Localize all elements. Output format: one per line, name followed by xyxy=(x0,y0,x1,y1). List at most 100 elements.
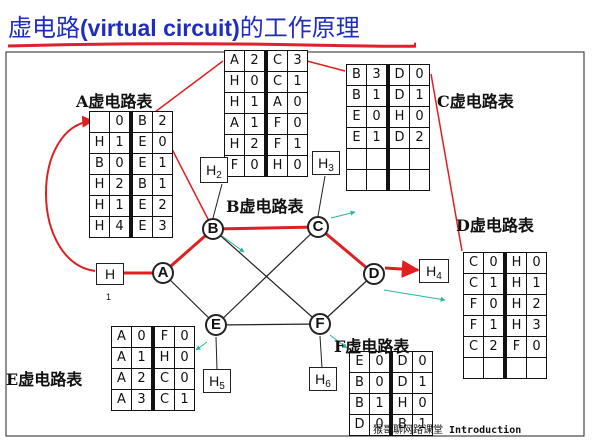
table-cell: A xyxy=(111,389,132,411)
vc-table-b-label: B虚电路表 xyxy=(226,197,304,216)
table-cell: 3 xyxy=(131,389,154,411)
table-cell: F xyxy=(264,113,288,135)
leader-table-b-left xyxy=(154,60,224,113)
title-zh-suffix: 的工作原理 xyxy=(239,14,360,42)
table-cell: A xyxy=(111,347,132,369)
table-cell: 0 xyxy=(109,153,132,175)
host-subscript: 4 xyxy=(436,271,442,282)
table-cell: F xyxy=(264,134,288,156)
router-node-c: C xyxy=(307,216,329,238)
host-subscript: 2 xyxy=(216,170,222,181)
table-cell: E xyxy=(129,195,153,217)
table-cell: 0 xyxy=(174,347,195,369)
host-letter: H xyxy=(209,373,220,389)
table-cell xyxy=(503,357,527,379)
table-cell: 0 xyxy=(412,351,433,373)
title-underline xyxy=(7,42,416,48)
table-cell: 0 xyxy=(109,111,132,133)
table-cell: 1 xyxy=(483,315,506,337)
host-letter: H xyxy=(104,266,116,282)
table-cell: 1 xyxy=(244,113,267,135)
host-letter: H xyxy=(426,263,437,279)
table-cell: B xyxy=(346,85,367,107)
table-cell: 0 xyxy=(483,294,506,316)
table-cell: C xyxy=(264,71,288,93)
table-cell: B xyxy=(129,174,153,196)
table-cell: 1 xyxy=(287,71,308,93)
table-cell: B xyxy=(346,64,367,86)
table-cell: 1 xyxy=(152,153,173,175)
table-cell: 0 xyxy=(174,368,195,390)
table-cell: B xyxy=(349,393,370,415)
table-cell: 1 xyxy=(366,85,389,107)
table-cell: 3 xyxy=(526,315,547,337)
table-cell: H xyxy=(503,252,527,274)
host-h1: H xyxy=(96,263,124,285)
table-cell: 2 xyxy=(483,336,506,358)
table-cell: D xyxy=(389,372,413,394)
table-cell: E xyxy=(129,132,153,154)
table-cell: C xyxy=(264,50,288,72)
table-cell: B xyxy=(89,153,110,175)
slide-title: 虚电路(virtual circuit)的工作原理 xyxy=(8,8,360,43)
table-cell: 0 xyxy=(174,326,195,348)
table-cell: 0 xyxy=(287,155,308,177)
table-cell: H xyxy=(89,132,110,154)
table-cell: 0 xyxy=(287,113,308,135)
table-cell xyxy=(386,148,410,170)
host-links xyxy=(212,175,326,371)
table-cell: H xyxy=(503,273,527,295)
table-cell: 1 xyxy=(366,127,389,149)
table-cell xyxy=(89,111,110,133)
table-cell: 2 xyxy=(244,50,267,72)
host-h2: H2 xyxy=(200,157,228,183)
teal-arrows xyxy=(195,210,446,351)
table-cell: 0 xyxy=(526,252,547,274)
table-cell: 2 xyxy=(244,134,267,156)
table-cell: 0 xyxy=(526,336,547,358)
table-cell xyxy=(386,169,410,191)
table-cell: 1 xyxy=(483,273,506,295)
table-cell xyxy=(346,169,367,191)
table-cell: D xyxy=(386,127,410,149)
router-node-e: E xyxy=(205,314,227,336)
table-cell: H xyxy=(224,71,245,93)
table-cell: A xyxy=(111,368,132,390)
table-cell: C xyxy=(151,389,175,411)
table-cell: E xyxy=(129,153,153,175)
host-letter: H xyxy=(315,371,326,387)
table-cell: 0 xyxy=(369,372,392,394)
table-cell: 2 xyxy=(152,111,173,133)
table-cell: 1 xyxy=(152,174,173,196)
table-cell: H xyxy=(503,315,527,337)
connector-h1-table-a xyxy=(45,115,96,272)
table-cell xyxy=(366,148,389,170)
table-cell: E xyxy=(346,127,367,149)
table-cell: C xyxy=(151,368,175,390)
table-cell: 1 xyxy=(287,134,308,156)
table-cell: 2 xyxy=(152,195,173,217)
table-cell: 1 xyxy=(244,92,267,114)
table-cell: D xyxy=(386,64,410,86)
table-cell: 3 xyxy=(366,64,389,86)
table-cell xyxy=(409,148,430,170)
table-cell: B xyxy=(389,414,413,436)
table-cell: 1 xyxy=(369,393,392,415)
